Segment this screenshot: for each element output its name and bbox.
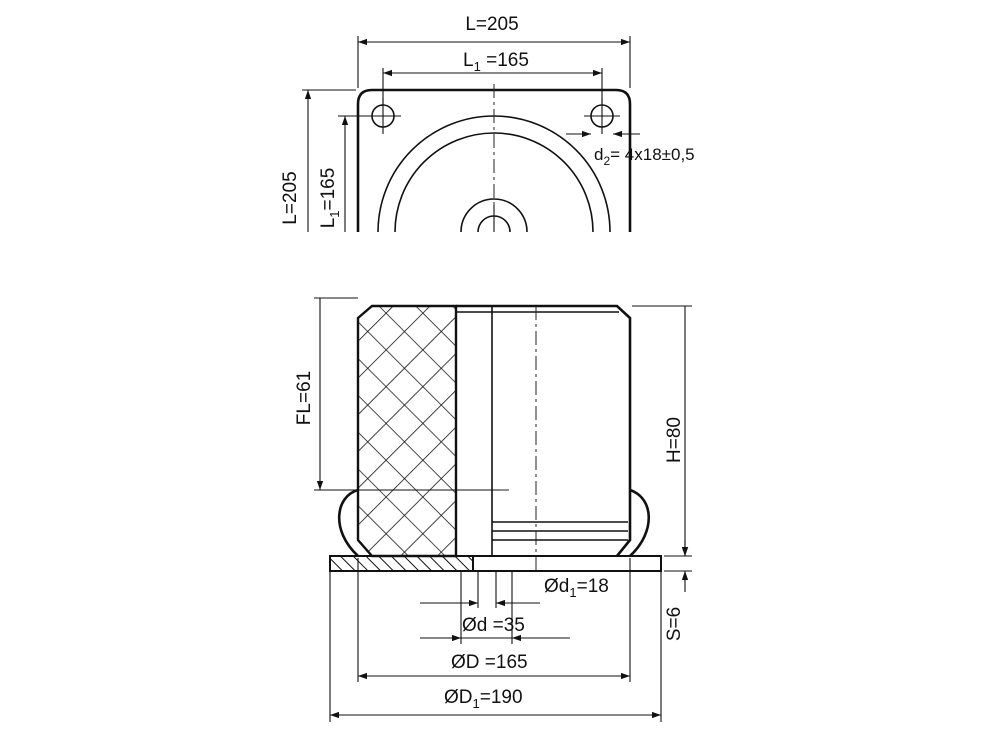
rubber-section	[356, 304, 458, 558]
dim-d1: Ød1=18	[544, 576, 609, 600]
base-plate	[472, 555, 662, 572]
dim-H: H=80	[664, 417, 685, 463]
rubber-bulge-right	[629, 488, 651, 557]
dim-d: Ød =35	[462, 615, 525, 636]
side-view: FL=61 H=80 S=6 Ød1=18 Ød =35 ØD =165	[294, 297, 692, 722]
dim-D1: ØD1=190	[444, 687, 523, 711]
base-plate-section	[329, 555, 474, 572]
dim-S: S=6	[664, 607, 685, 641]
top-view: L=205 L1 =165 L=205 L1=165 d2= 4x18±0,5	[280, 14, 695, 232]
dim-top-L: L=205	[465, 14, 518, 35]
dim-D: ØD =165	[451, 652, 528, 673]
dim-d2: d2= 4x18±0,5	[594, 145, 695, 168]
rubber-body-outline	[456, 304, 632, 557]
dim-FL: FL=61	[294, 371, 315, 425]
dim-side-L1: L1=165	[318, 168, 342, 229]
rubber-bulge-left	[337, 488, 359, 557]
dim-top-L1: L1 =165	[463, 50, 529, 74]
dim-side-L: L=205	[280, 171, 301, 224]
